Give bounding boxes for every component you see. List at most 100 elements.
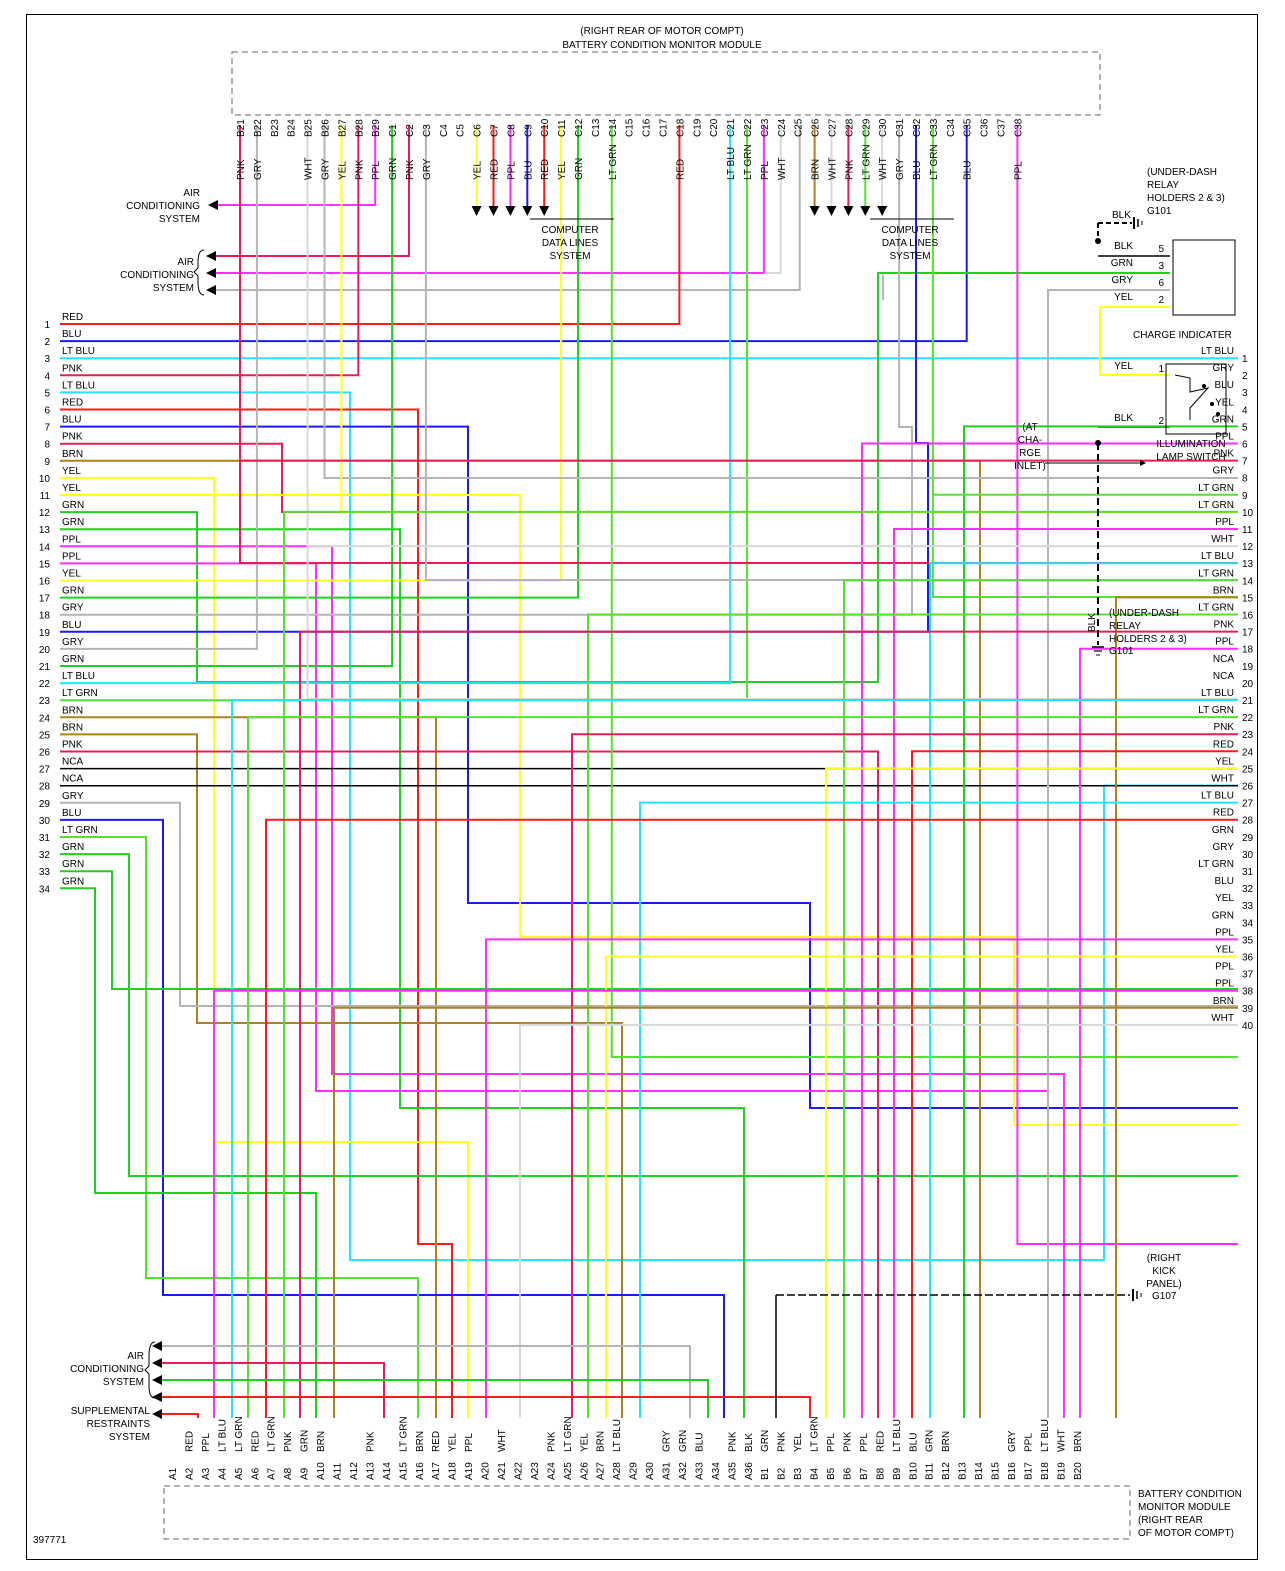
top-pin-C29: C29 — [861, 118, 872, 137]
right-wire-num-32: 32 — [1242, 884, 1254, 895]
bottom-wire-color-A15: LT GRN — [398, 1416, 409, 1452]
bottom-pin-A33: A33 — [694, 1462, 705, 1480]
left-wire-num-33: 33 — [39, 867, 51, 878]
bottom-pin-A25: A25 — [563, 1462, 574, 1480]
top-wire-color-C1: GRN — [388, 158, 399, 180]
ci-pin-2: 2 — [1158, 295, 1164, 306]
bottom-pin-A12: A12 — [349, 1462, 360, 1480]
bottom-pin-A18: A18 — [448, 1462, 459, 1480]
wire-r40 — [519, 1023, 1238, 1418]
wire-r21 — [231, 699, 1238, 1418]
bottom-wire-color-B9: LT BLU — [892, 1419, 903, 1452]
right-wire-color-19: NCA — [1213, 654, 1234, 665]
right-wire-color-36: YEL — [1215, 945, 1234, 956]
left-wire-num-6: 6 — [44, 406, 50, 417]
wire-r13 — [929, 562, 1238, 1418]
right-wire-num-15: 15 — [1242, 593, 1254, 604]
wire-r39 — [333, 1006, 1238, 1418]
svg-text:RELAY: RELAY — [1147, 180, 1179, 191]
bottom-pin-B12: B12 — [941, 1462, 952, 1480]
right-wire-color-6: PPL — [1215, 432, 1234, 443]
ac2-arrow-1 — [206, 251, 216, 261]
top-wire-color-C21: LT BLU — [726, 147, 737, 180]
right-wire-color-1: LT BLU — [1201, 346, 1234, 357]
svg-text:SYSTEM: SYSTEM — [889, 251, 930, 262]
top-pin-C31: C31 — [895, 118, 906, 137]
bottom-pin-A27: A27 — [596, 1462, 607, 1480]
wire-c38 — [1016, 125, 1238, 1245]
top-pin-B26: B26 — [321, 119, 332, 137]
left-wire-color-20: GRY — [62, 637, 84, 648]
top-pin-C26: C26 — [811, 118, 822, 137]
bottom-wire-color-B4: LT GRN — [810, 1416, 821, 1452]
svg-text:(UNDER-DASH: (UNDER-DASH — [1109, 608, 1179, 619]
wire-l12 — [60, 272, 1170, 683]
left-wire-num-13: 13 — [39, 525, 51, 536]
svg-text:BLK: BLK — [1087, 613, 1098, 632]
top-wire-color-B27: YEL — [337, 161, 348, 180]
top-pin-C3: C3 — [422, 124, 433, 137]
wire-a13 — [158, 1362, 385, 1418]
wire-r24 — [911, 750, 1238, 1418]
wire-a31 — [158, 1345, 691, 1418]
top-wire-color-C8: PPL — [506, 161, 517, 180]
svg-text:PANEL): PANEL) — [1146, 1279, 1181, 1290]
svg-text:CONDITIONING: CONDITIONING — [126, 201, 200, 212]
right-wire-color-4: YEL — [1215, 397, 1234, 408]
left-wire-num-8: 8 — [44, 440, 50, 451]
svg-text:KICK: KICK — [1152, 1266, 1176, 1277]
header-line-2: BATTERY CONDITION MONITOR MODULE — [562, 40, 762, 51]
relay-holder-label-top: (UNDER-DASH RELAY HOLDERS 2 & 3) G101 BL… — [1112, 167, 1225, 221]
wire-r18 — [1079, 647, 1238, 1418]
right-wire-color-5: GRN — [1212, 414, 1234, 425]
cdl1-arrow-C6 — [471, 206, 482, 216]
right-wire-num-12: 12 — [1242, 542, 1254, 553]
bottom-wire-color-A25: LT GRN — [563, 1416, 574, 1452]
left-wire-num-22: 22 — [39, 679, 51, 690]
right-wire-num-24: 24 — [1242, 747, 1254, 758]
bottom-wire-color-A21: WHT — [497, 1429, 508, 1452]
left-wire-num-14: 14 — [39, 542, 51, 553]
bottom-wire-color-B17: PPL — [1023, 1433, 1034, 1452]
top-wire-color-C11: YEL — [557, 161, 568, 180]
svg-text:MONITOR MODULE: MONITOR MODULE — [1138, 1502, 1231, 1513]
bottom-pin-A24: A24 — [546, 1462, 557, 1480]
bottom-wire-color-A10: BRN — [316, 1431, 327, 1452]
bottom-wire-color-B3: YEL — [793, 1433, 804, 1452]
top-wire-color-C7: RED — [490, 159, 501, 180]
left-wire-num-17: 17 — [39, 594, 51, 605]
left-wire-color-33: GRN — [62, 859, 84, 870]
svg-text:COMPUTER: COMPUTER — [541, 225, 598, 236]
right-wire-num-17: 17 — [1242, 628, 1254, 639]
bottom-wire-color-A36: BLK — [744, 1433, 755, 1452]
svg-text:AIR: AIR — [183, 188, 200, 199]
right-wire-color-30: GRY — [1213, 842, 1235, 853]
wire-c25 — [212, 125, 801, 291]
bottom-pin-B1: B1 — [760, 1467, 771, 1480]
left-wire-num-26: 26 — [39, 748, 51, 759]
bottom-pin-B20: B20 — [1073, 1462, 1084, 1480]
cdl2-arrow-C28 — [843, 206, 854, 216]
bottom-wire-color-A8: PNK — [283, 1431, 294, 1452]
right-wire-num-2: 2 — [1242, 371, 1248, 382]
bottom-pin-B9: B9 — [892, 1467, 903, 1480]
bottom-pin-A2: A2 — [184, 1467, 195, 1480]
right-wire-color-17: PNK — [1213, 620, 1234, 631]
right-wire-color-33: YEL — [1215, 893, 1234, 904]
wire-r35 — [485, 938, 1238, 1418]
svg-text:SYSTEM: SYSTEM — [109, 1432, 150, 1443]
bottom-pin-B18: B18 — [1040, 1462, 1051, 1480]
wire-l11 — [60, 494, 1238, 1126]
wire-l1 — [60, 125, 681, 325]
left-wire-num-21: 21 — [39, 662, 51, 673]
top-wire-color-C3: GRY — [422, 158, 433, 180]
svg-text:COMPUTER: COMPUTER — [881, 225, 938, 236]
wire-l14 — [60, 545, 1065, 1418]
bottom-pin-B14: B14 — [974, 1462, 985, 1480]
ci-pin-6: 6 — [1158, 278, 1164, 289]
top-pin-B23: B23 — [270, 119, 281, 137]
left-wire-color-8: PNK — [62, 432, 83, 443]
top-wire-color-C24: WHT — [777, 157, 788, 180]
right-wire-num-4: 4 — [1242, 405, 1248, 416]
right-wire-num-7: 7 — [1242, 457, 1248, 468]
